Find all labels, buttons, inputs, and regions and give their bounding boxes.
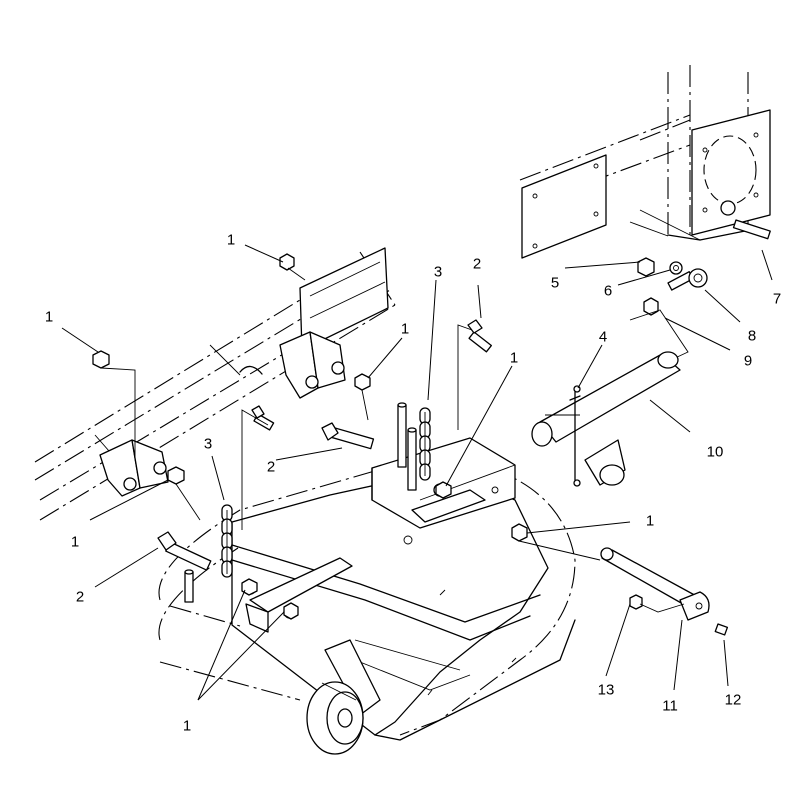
nuts: [92, 253, 528, 620]
callout-1-upper: 1: [226, 231, 236, 249]
deck-support-rod: [531, 351, 681, 487]
mounting-plate: [521, 154, 607, 259]
callout-12: 12: [724, 691, 742, 709]
callout-2-mid: 2: [266, 458, 276, 476]
bracket-plate: [691, 109, 771, 240]
assembly-guide-lines: [100, 267, 601, 561]
chain-left: [221, 504, 233, 578]
callout-3-left: 3: [203, 435, 213, 453]
rear-rod-assembly: [600, 547, 729, 636]
front-mount-bracket-right: [239, 331, 346, 399]
callout-9: 9: [743, 352, 753, 370]
leader-lines: [61, 244, 773, 701]
bolt-left: [157, 531, 212, 571]
callout-1-lower-right: 1: [645, 512, 655, 530]
callout-7: 7: [772, 290, 782, 308]
callout-1-bottom: 1: [182, 717, 192, 735]
callout-10: 10: [706, 443, 724, 461]
callout-5: 5: [550, 274, 560, 292]
left-hitch-plate: [299, 247, 389, 351]
bolt-mid: [321, 422, 375, 450]
bolt-small-upper: [251, 405, 275, 431]
callout-13: 13: [597, 681, 615, 699]
callout-1-right: 1: [509, 349, 519, 367]
caster-wheel: [306, 639, 381, 755]
callout-2-upper: 2: [472, 255, 482, 273]
front-mount-bracket-left: [99, 439, 169, 497]
callout-2-left: 2: [75, 588, 85, 606]
rod-end-hardware: [629, 257, 708, 373]
callout-1-lower-left: 1: [70, 533, 80, 551]
bolt-upper-right: [467, 319, 492, 353]
callout-11: 11: [662, 697, 678, 715]
callout-6: 6: [603, 282, 613, 300]
chain-right: [419, 407, 431, 481]
callout-4: 4: [598, 328, 608, 346]
callout-3-right: 3: [433, 263, 443, 281]
front-deck-bracket: [184, 557, 353, 633]
callout-8: 8: [747, 327, 757, 345]
callout-1-center: 1: [400, 320, 410, 338]
callout-1-left: 1: [44, 308, 54, 326]
